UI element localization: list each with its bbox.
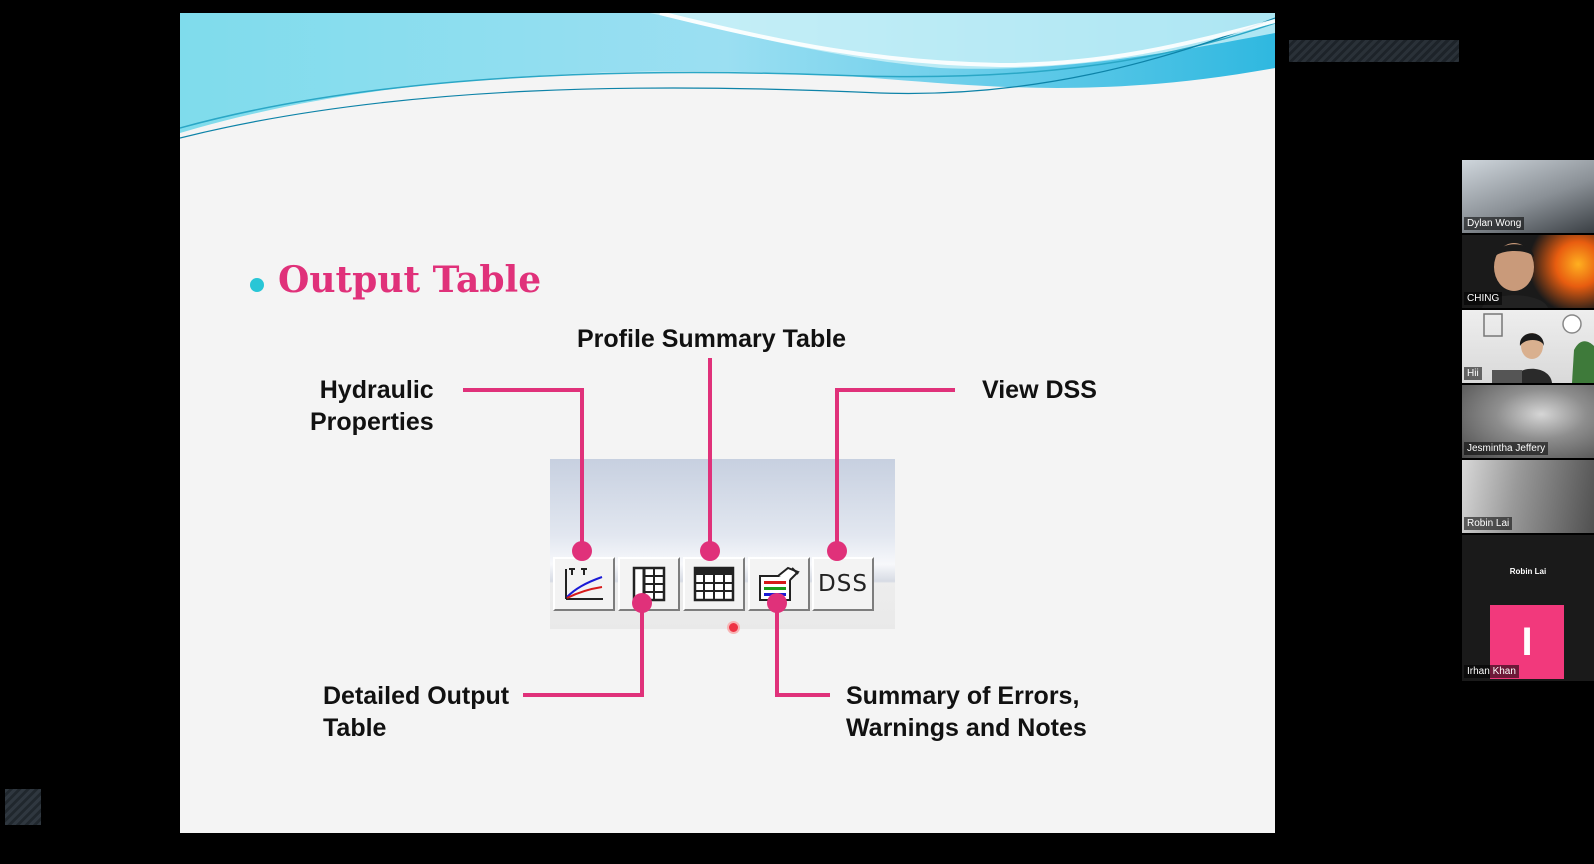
participant-tile[interactable]: Robin Lai [1462,460,1594,533]
detailed-output-table-label-line-2: Table [323,714,387,742]
participant-name: Robin Lai [1464,517,1513,530]
participant-tile[interactable]: Dylan Wong [1462,160,1594,233]
errors-warnings-notes-icon [759,566,800,601]
hydraulic-properties-label-line-2: Properties [310,408,434,436]
view-dss-button[interactable]: DSS [812,557,874,611]
profile-summary-table-button[interactable] [683,557,745,611]
summary-errors-label-line-2: Warnings and Notes [846,714,1087,742]
detailed-output-table-button[interactable] [618,557,680,611]
participant-tile-avatar[interactable]: Robin Lai I Irhan Khan [1462,535,1594,681]
participant-tile[interactable]: CHING [1462,235,1594,308]
participant-name: Hii [1464,367,1482,380]
summary-errors-label-line-1: Summary of Errors, [846,682,1080,710]
participant-gallery: Dylan Wong CHING Hii Jesmintha Jeffery R… [1462,160,1594,683]
errors-warnings-notes-button[interactable] [748,557,810,611]
participant-name: Dylan Wong [1464,217,1525,230]
presentation-slide: Output Table Hydraulic Properties Profil… [180,13,1275,833]
summary-errors-label: Summary of Errors, Warnings and Notes [846,680,1087,744]
hydraulic-properties-label: Hydraulic Properties [310,374,434,438]
meeting-top-bar[interactable] [1289,40,1459,62]
participant-name: Irhan Khan [1464,665,1519,678]
bullet-icon [250,278,264,292]
laser-pointer-icon [727,621,740,634]
slide-header-wave [180,13,1275,139]
participant-name: Jesmintha Jeffery [1464,442,1549,455]
detailed-output-table-label-line-1: Detailed Output [323,682,510,710]
detailed-output-table-label: Detailed Output Table [323,680,509,744]
profile-summary-table-icon [693,566,735,602]
participant-tile[interactable]: Hii [1462,310,1594,383]
participant-video [1483,313,1594,383]
view-dss-icon: DSS [818,571,868,597]
participant-tile[interactable]: Jesmintha Jeffery [1462,385,1594,458]
self-view-thumbnail[interactable] [5,789,41,825]
participant-video [1482,243,1548,308]
hydraulic-properties-label-line-1: Hydraulic [319,376,434,404]
output-toolbar: DSS [550,459,895,629]
participant-center-name: Robin Lai [1509,567,1547,576]
view-dss-label: View DSS [982,376,1097,404]
participant-name: CHING [1464,292,1503,305]
profile-summary-table-label: Profile Summary Table [577,325,847,353]
detailed-output-table-icon [632,566,666,602]
hydraulic-properties-plot-icon [565,568,603,600]
avatar-initial: I [1521,619,1533,664]
hydraulic-properties-button[interactable] [553,557,615,611]
slide-title: Output Table [278,259,542,301]
